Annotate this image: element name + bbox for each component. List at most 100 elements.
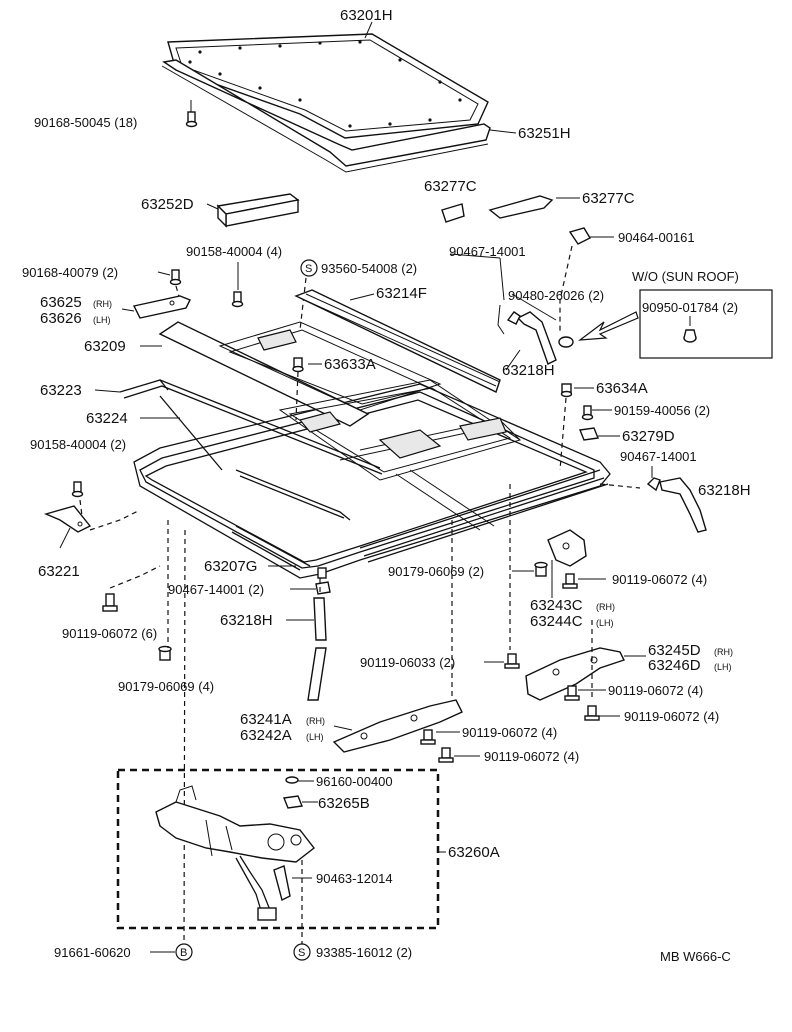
bracket-part	[525, 647, 625, 701]
label-63241a: 63241A	[240, 711, 292, 728]
drain-hose-front	[506, 311, 574, 365]
label-90119-06072-4d: 90119-06072 (4)	[462, 725, 557, 740]
label-63242a: 63242A	[240, 727, 292, 744]
s-marker-icon	[293, 943, 311, 961]
label-63221: 63221	[38, 563, 80, 580]
label-93385-16012: 93385-16012 (2)	[316, 945, 412, 960]
bolt-icon	[438, 747, 454, 763]
label-90119-06072-6: 90119-06072 (6)	[62, 626, 157, 641]
footer-diagram-code: MB W666-C	[660, 949, 731, 964]
label-63245d: 63245D	[648, 642, 701, 659]
deflector-seal-part	[216, 193, 300, 228]
motor-assembly-box	[116, 768, 440, 930]
bolt-icon	[584, 705, 600, 721]
label-63626: 63626	[40, 310, 82, 327]
label-63214f: 63214F	[376, 285, 427, 302]
label-63218h-a: 63218H	[502, 362, 555, 379]
label-63246d-side: (LH)	[714, 662, 732, 672]
label-63218h-c: 63218H	[220, 612, 273, 629]
screw-icon	[169, 269, 182, 286]
label-63201h: 63201H	[340, 7, 393, 24]
label-63243c: 63243C	[530, 597, 583, 614]
label-63279d: 63279D	[622, 428, 675, 445]
label-63243c-side: (RH)	[596, 602, 615, 612]
label-90119-06033: 90119-06033 (2)	[360, 655, 455, 670]
bolt-icon	[562, 573, 578, 589]
nut-icon	[158, 645, 172, 661]
label-90467-14001-b: 90467-14001	[620, 449, 697, 464]
label-90158-40004-2: 90158-40004 (2)	[30, 437, 126, 452]
label-63626-side: (LH)	[93, 315, 111, 325]
clip-part	[441, 195, 554, 223]
label-63265b: 63265B	[318, 795, 370, 812]
label-90168-50045: 90168-50045 (18)	[34, 115, 137, 130]
label-90179-06069-4: 90179-06069 (4)	[118, 679, 214, 694]
drain-hose-rear-left	[307, 597, 327, 701]
label-90119-06072-4a: 90119-06072 (4)	[612, 572, 707, 587]
label-63277c-b: 63277C	[582, 190, 635, 207]
label-90950-01784: 90950-01784 (2)	[642, 300, 738, 315]
screw-icon	[231, 291, 244, 308]
b-marker-icon	[175, 943, 193, 961]
clamp-icon	[273, 865, 291, 902]
label-63242a-side: (LH)	[306, 732, 324, 742]
label-63224: 63224	[86, 410, 128, 427]
label-63209: 63209	[84, 338, 126, 355]
label-90464-00161: 90464-00161	[618, 230, 695, 245]
label-90467-14001-c: 90467-14001 (2)	[168, 582, 264, 597]
label-91661-60620: 91661-60620	[54, 945, 131, 960]
screw-icon	[581, 405, 594, 421]
label-63207g: 63207G	[204, 558, 257, 575]
grommet-icon	[560, 383, 573, 398]
drain-hose-rear-right	[646, 477, 707, 533]
label-90463-12014: 90463-12014	[316, 871, 393, 886]
label-63244c: 63244C	[530, 613, 583, 630]
label-90158-40004-4: 90158-40004 (4)	[186, 244, 282, 259]
label-90168-40079: 90168-40079 (2)	[22, 265, 118, 280]
label-63223: 63223	[40, 382, 82, 399]
s-marker-icon	[300, 259, 318, 277]
housing-frame-part	[119, 289, 611, 579]
washer-icon	[285, 776, 299, 784]
clip-icon	[579, 427, 599, 441]
label-63634a: 63634A	[596, 380, 648, 397]
label-63246d: 63246D	[648, 657, 701, 674]
bracket-part	[332, 699, 463, 753]
bolt-icon	[420, 729, 436, 745]
label-90480-26026: 90480-26026 (2)	[508, 288, 604, 303]
motor-part	[155, 785, 315, 921]
label-63625-side: (RH)	[93, 299, 112, 309]
label-93560-54008: 93560-54008 (2)	[321, 261, 417, 276]
bracket-part	[547, 529, 587, 567]
label-wo-sun-roof: W/O (SUN ROOF)	[632, 269, 739, 284]
nut-icon	[534, 561, 548, 577]
label-63251h: 63251H	[518, 125, 571, 142]
clip-icon	[315, 581, 331, 595]
label-63260a: 63260A	[448, 844, 500, 861]
label-63277c-a: 63277C	[424, 178, 477, 195]
screw-icon	[185, 111, 198, 128]
label-63218h-b: 63218H	[698, 482, 751, 499]
label-90159-40056: 90159-40056 (2)	[614, 403, 710, 418]
label-90179-06069-2: 90179-06069 (2)	[388, 564, 484, 579]
label-90119-06072-4e: 90119-06072 (4)	[484, 749, 579, 764]
label-90119-06072-4b: 90119-06072 (4)	[608, 683, 703, 698]
label-63252d: 63252D	[141, 196, 194, 213]
s-marker-letter-top: S	[305, 263, 312, 275]
label-63245d-side: (RH)	[714, 647, 733, 657]
label-90119-06072-4c: 90119-06072 (4)	[624, 709, 719, 724]
label-63625: 63625	[40, 294, 82, 311]
label-90467-14001-a: 90467-14001	[449, 244, 526, 259]
label-63241a-side: (RH)	[306, 716, 325, 726]
label-63244c-side: (LH)	[596, 618, 614, 628]
gear-icon	[283, 795, 303, 809]
bolt-icon	[564, 685, 580, 701]
label-63633a: 63633A	[324, 356, 376, 373]
arrow-icon	[577, 311, 639, 341]
hose-joint-icon	[317, 567, 327, 579]
without-sunroof-inset	[639, 289, 773, 359]
screw-icon	[292, 357, 304, 373]
weatherstrip-part	[161, 59, 491, 173]
